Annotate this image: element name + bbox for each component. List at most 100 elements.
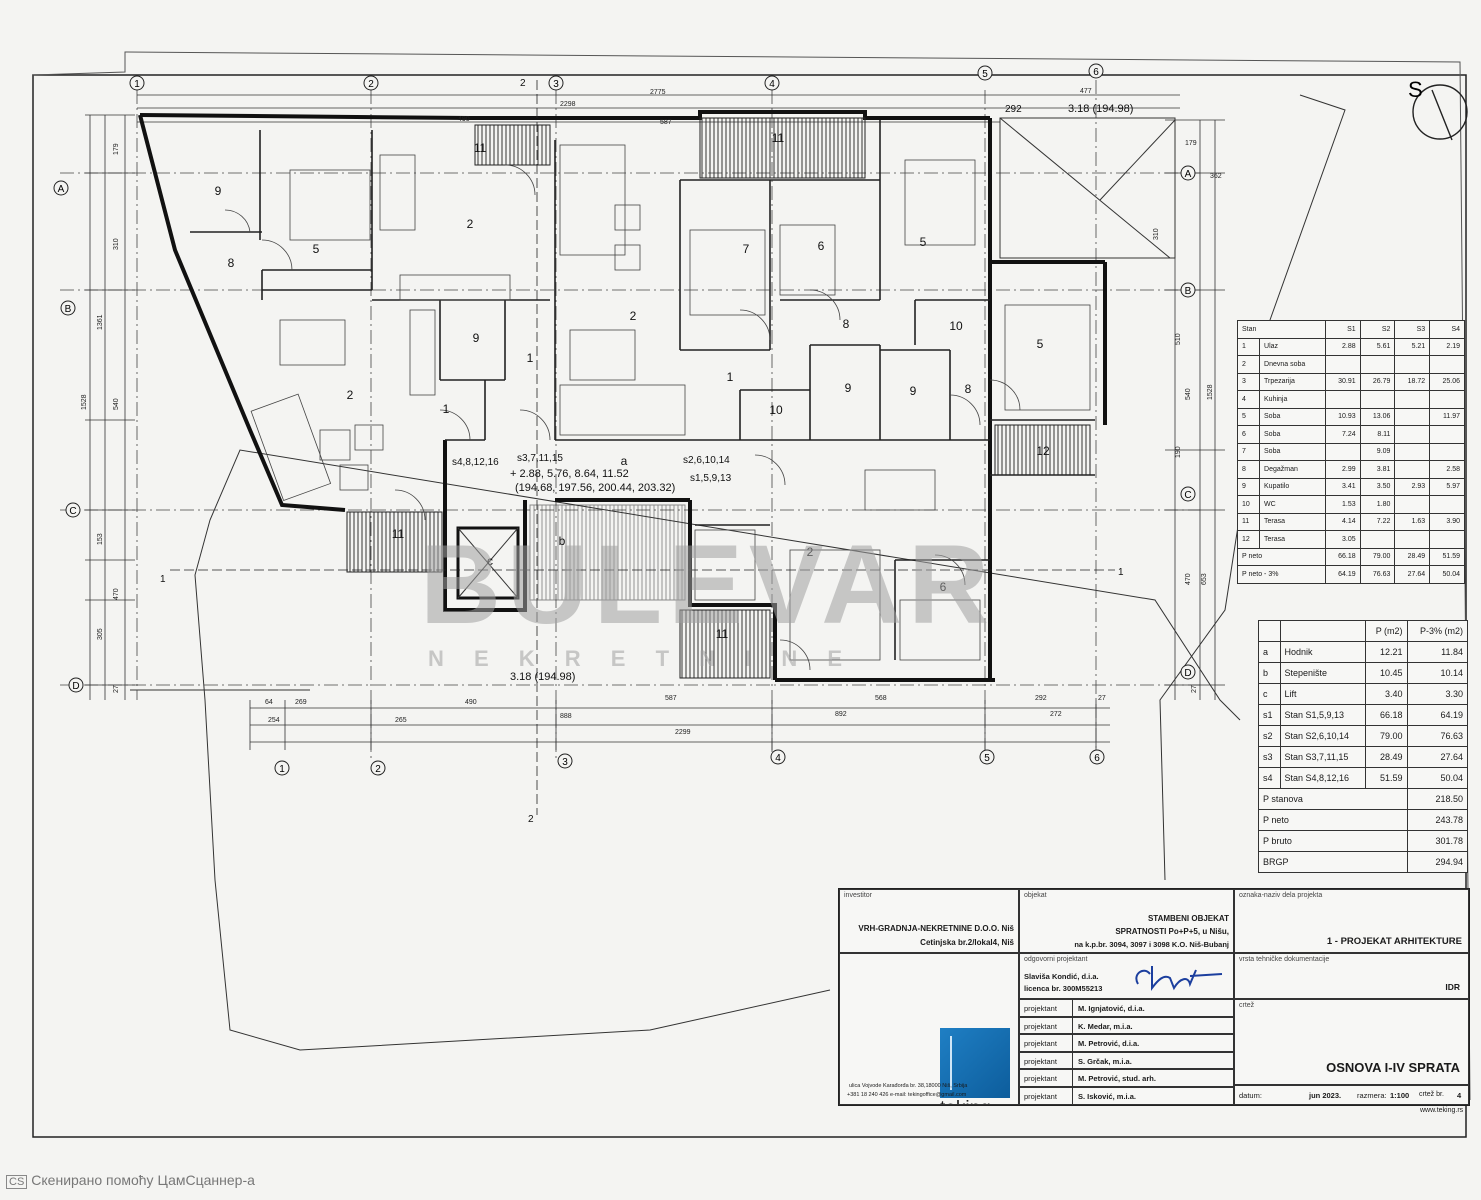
stan-cell: Kuhinja: [1259, 390, 1326, 409]
stan-cell: 5.21: [1394, 337, 1431, 356]
room-11-b: 11: [772, 131, 785, 145]
dim-left-310: 310: [113, 238, 120, 250]
stan-cell: 12: [1236, 530, 1261, 549]
area-total-label: P neto: [1258, 809, 1408, 831]
dim-right-653: 653: [1201, 573, 1208, 585]
dim-left-179: 179: [113, 143, 120, 155]
room-1-b: 1: [443, 402, 450, 416]
level-292: 292: [1005, 104, 1022, 115]
project-label: oznaka-naziv dela projekta: [1239, 892, 1323, 899]
stan-cell: [1429, 425, 1465, 444]
dim-right-190: 190: [1175, 446, 1182, 458]
stan-cell: 3.05: [1324, 530, 1361, 549]
area-cell: 3.30: [1406, 683, 1469, 705]
dim-right-510: 510: [1175, 333, 1182, 345]
section-lines: [170, 80, 1115, 815]
stan-cell: 18.72: [1394, 372, 1431, 391]
svg-text:5: 5: [982, 69, 988, 80]
room-10-a: 10: [949, 319, 963, 333]
area-cell: 10.14: [1406, 662, 1469, 684]
svg-text:3: 3: [562, 757, 568, 768]
apartment-tags: s4,8,12,16 s3,7,11,15 s2,6,10,14 s1,5,9,…: [452, 453, 732, 484]
room-numbers: 9 5 2 11 11 5 8 7 6 9 1 2 8 10 9 9 2 1 1…: [215, 131, 1050, 641]
room-2-b: 2: [630, 309, 637, 323]
room-1-c: 1: [727, 370, 734, 384]
stan-total-cell: 27.64: [1394, 565, 1431, 584]
stan-cell: 8: [1236, 460, 1261, 479]
stan-cell: 10: [1236, 495, 1261, 514]
designer-name: S. Isković, m.i.a.: [1078, 1092, 1136, 1101]
area-total-value: 301.78: [1406, 830, 1469, 852]
area-cell: 12.21: [1364, 641, 1408, 663]
roof-area: [999, 117, 1176, 259]
stan-cell: [1394, 495, 1431, 514]
stan-cell: 6: [1236, 425, 1261, 444]
stan-cell: [1429, 390, 1465, 409]
stan-cell: 3.41: [1324, 477, 1361, 496]
stan-cell: 5.61: [1359, 337, 1396, 356]
stan-cell: 4: [1236, 390, 1261, 409]
drawing-cell: crtež OSNOVA I-IV SPRATA: [1234, 999, 1469, 1085]
stan-cell: [1429, 530, 1465, 549]
responsible-cell: odgovorni projektant Slaviša Kondić, d.i…: [1019, 953, 1234, 999]
area-cell: a: [1258, 641, 1281, 663]
svg-text:C: C: [69, 506, 76, 517]
project-cell: oznaka-naziv dela projekta 1 - PROJEKAT …: [1234, 889, 1469, 953]
dim-bottom-568: 568: [875, 695, 887, 702]
stan-cell: 11.97: [1429, 407, 1465, 426]
svg-text:B: B: [1185, 286, 1192, 297]
furniture: [250, 144, 1091, 661]
grid-row-d-left: D: [68, 677, 84, 693]
stan-header-cell: S3: [1394, 320, 1431, 339]
area-header-row: P (m2)P-3% (m2): [1258, 620, 1469, 642]
company-name: teking: [940, 1098, 991, 1104]
stan-cell: 2.88: [1324, 337, 1361, 356]
stan-cell: [1394, 530, 1431, 549]
dim-right-310: 310: [1153, 228, 1160, 240]
scale-label: razmera:: [1357, 1091, 1387, 1100]
dim-bottom-64: 64: [265, 699, 273, 706]
svg-text:C: C: [1184, 490, 1191, 501]
grid-col-4-bottom: 4: [770, 749, 786, 765]
designer-role: projektant: [1024, 1004, 1057, 1013]
room-9-b: 9: [473, 331, 480, 345]
stan-cell: Terasa: [1259, 530, 1326, 549]
responsible-licence: licenca br. 300M55213: [1024, 984, 1103, 993]
area-total-label: P bruto: [1258, 830, 1408, 852]
stan-cell: [1429, 495, 1465, 514]
stan-cell: Degažman: [1259, 460, 1326, 479]
dim-left-1528: 1528: [81, 394, 88, 410]
svg-text:A: A: [58, 184, 65, 195]
teking-logo: [940, 1028, 1010, 1098]
area-cell: s1: [1258, 704, 1281, 726]
svg-text:4: 4: [775, 753, 781, 764]
grid-row-a-right: A: [1180, 165, 1196, 181]
object-line-3: na k.p.br. 3094, 3097 i 3098 K.O. Niš-Bu…: [1074, 940, 1229, 949]
room-8-c: 8: [965, 382, 972, 396]
designer-role: projektant: [1024, 1021, 1057, 1031]
dim-left-540: 540: [113, 398, 120, 410]
section-1-right: 1: [1118, 567, 1124, 578]
area-cell: s2: [1258, 725, 1281, 747]
stan-cell: [1429, 442, 1465, 461]
scale-value: 1:100: [1390, 1091, 1410, 1100]
stan-cell: Soba: [1259, 442, 1326, 461]
stan-cell: [1324, 355, 1361, 374]
area-cell: 50.04: [1406, 767, 1469, 789]
svg-text:A: A: [1185, 169, 1192, 180]
stan-total-cell: 76.63: [1359, 565, 1396, 584]
watermark-title: BULEVAR: [420, 522, 996, 647]
level-hall-1: + 2.88, 5.76, 8.64, 11.52: [510, 468, 629, 480]
stan-cell: 5.97: [1429, 477, 1465, 496]
stan-cell: 7.24: [1324, 425, 1361, 444]
stan-cell: 7.22: [1359, 512, 1396, 531]
roof-diagonal-2: [1099, 119, 1176, 201]
